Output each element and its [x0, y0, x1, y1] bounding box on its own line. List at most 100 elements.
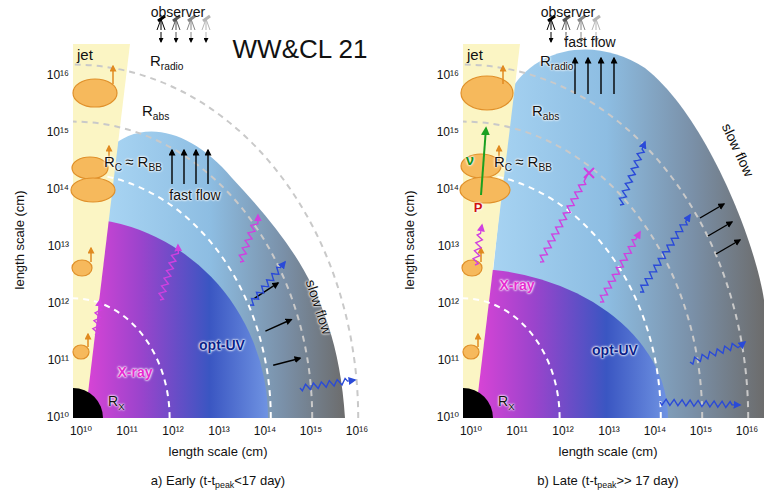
observer-icon	[206, 32, 207, 42]
optuv-label: opt-UV	[592, 342, 638, 358]
radius-label: C	[505, 162, 512, 173]
axis-title: length scale (cm)	[403, 191, 418, 290]
flow-label: slow flow	[303, 278, 336, 337]
radius-label: abs	[543, 111, 559, 122]
radius-label: RC≈ RBB	[494, 153, 552, 174]
neutrino-label: ν	[466, 151, 474, 168]
xray-photon	[239, 215, 258, 262]
fast-flow-arrow	[613, 58, 614, 94]
tick-label: 10¹¹	[48, 353, 69, 367]
flow-label: fast flow	[169, 187, 220, 203]
slow-flow-arrow	[716, 240, 740, 254]
radius-label: RX	[108, 393, 124, 413]
watermark: WW&CL 21	[233, 34, 368, 64]
tick-label: 10¹³	[598, 425, 619, 439]
observer-icon	[547, 19, 555, 30]
tick-label: 10¹¹	[116, 424, 137, 438]
tick-label: 10¹⁰	[70, 425, 92, 439]
optical-photon	[300, 378, 355, 390]
axis-title: length scale (cm)	[169, 444, 268, 459]
radius-label: R	[108, 393, 118, 409]
radius-label: BB	[538, 162, 552, 173]
tick-label: 10¹⁰	[47, 411, 69, 425]
tick-label: 10¹⁰	[460, 425, 482, 439]
panel-caption: a) Early (t-t	[151, 473, 215, 488]
radius-label: X	[118, 401, 124, 412]
optical-photon	[660, 399, 740, 407]
tick-label: 10¹⁵	[47, 125, 69, 139]
tick-label: 10¹⁴	[437, 182, 460, 196]
tick-label: 10¹²	[438, 296, 459, 310]
tick-label: 10¹¹	[438, 354, 459, 368]
tick-label: 10¹⁵	[47, 126, 69, 140]
tick-label: 10¹⁶	[437, 68, 459, 82]
radius-label: X	[508, 401, 514, 412]
flow-label: fast flow	[564, 34, 615, 50]
observer-icon	[551, 32, 552, 42]
observer-icon	[161, 32, 162, 42]
radius-label: Rabs	[142, 102, 169, 123]
watermark: WW&CL 21	[233, 35, 368, 65]
panel-caption: <17 day)	[234, 473, 285, 488]
observer-label: observer	[541, 4, 595, 20]
blob-motion-arrow	[480, 248, 482, 262]
observer-label: observer	[151, 4, 205, 20]
xray-photon	[600, 232, 640, 302]
observer-label: observer	[151, 4, 205, 20]
optical-photon	[690, 342, 745, 364]
jet-shape	[73, 44, 131, 418]
tick-label: 10¹⁴	[47, 182, 70, 196]
jet-band: jet	[73, 44, 131, 418]
jet-fill	[463, 44, 520, 418]
radius-arc	[73, 298, 170, 418]
radius-label: R	[142, 102, 153, 119]
xray-label: X-ray	[117, 364, 152, 380]
radius-label: R	[498, 393, 508, 409]
slow-flow-arrow	[265, 320, 291, 332]
radius-arc	[463, 65, 748, 418]
radius-label: abs	[153, 111, 169, 122]
panel-caption: peak	[597, 480, 616, 490]
observer-icon	[562, 19, 570, 30]
tick-label: 10¹⁵	[690, 425, 712, 439]
xray-photon	[159, 245, 178, 300]
fast-flow-arrow	[183, 150, 184, 184]
radius-label: R	[540, 52, 551, 69]
tick-label: 10¹⁴	[644, 424, 667, 438]
tick-label: 10¹¹	[438, 353, 459, 367]
radius-label: RX	[498, 393, 514, 413]
tick-label: 10¹⁰	[437, 410, 459, 424]
optuv-label: opt-UV	[199, 337, 245, 353]
jet-blob	[461, 76, 513, 110]
jet-blob	[72, 260, 92, 276]
radius-label: Rradio	[540, 52, 574, 73]
radius-label: ≈ R	[515, 153, 538, 170]
black-hole	[73, 388, 103, 418]
flow-label: fast flow	[169, 187, 220, 203]
radius-arc	[73, 122, 312, 418]
blob-motion-arrow	[477, 334, 479, 347]
radius-arc	[463, 122, 702, 418]
fast-flow-arrow	[207, 150, 208, 184]
axis-title: length scale (cm)	[559, 445, 658, 460]
tick-label: 10¹²	[438, 297, 459, 311]
slow-flow-arrow	[700, 204, 724, 218]
panel-caption: a) Early (t-tpeak<17 day)	[151, 474, 285, 491]
observer-icon	[577, 19, 585, 30]
tick-label: 10¹⁵	[300, 425, 322, 439]
radius-label: Rabs	[532, 102, 559, 123]
jet-blob	[71, 178, 115, 202]
flow-label: fast flow	[564, 34, 615, 50]
observer-icon	[191, 32, 192, 42]
tick-label: 10¹³	[48, 239, 69, 253]
tick-label: 10¹⁵	[300, 424, 322, 438]
blob-motion-arrow	[87, 334, 89, 347]
jet-blob	[460, 177, 510, 203]
proton-label: P	[474, 200, 483, 215]
panel-caption: b) Late (t-t	[537, 473, 597, 488]
jet-shape	[463, 44, 521, 418]
observer-icon	[157, 19, 165, 30]
optical-photon	[640, 215, 690, 292]
tick-label: 10¹¹	[506, 424, 527, 438]
